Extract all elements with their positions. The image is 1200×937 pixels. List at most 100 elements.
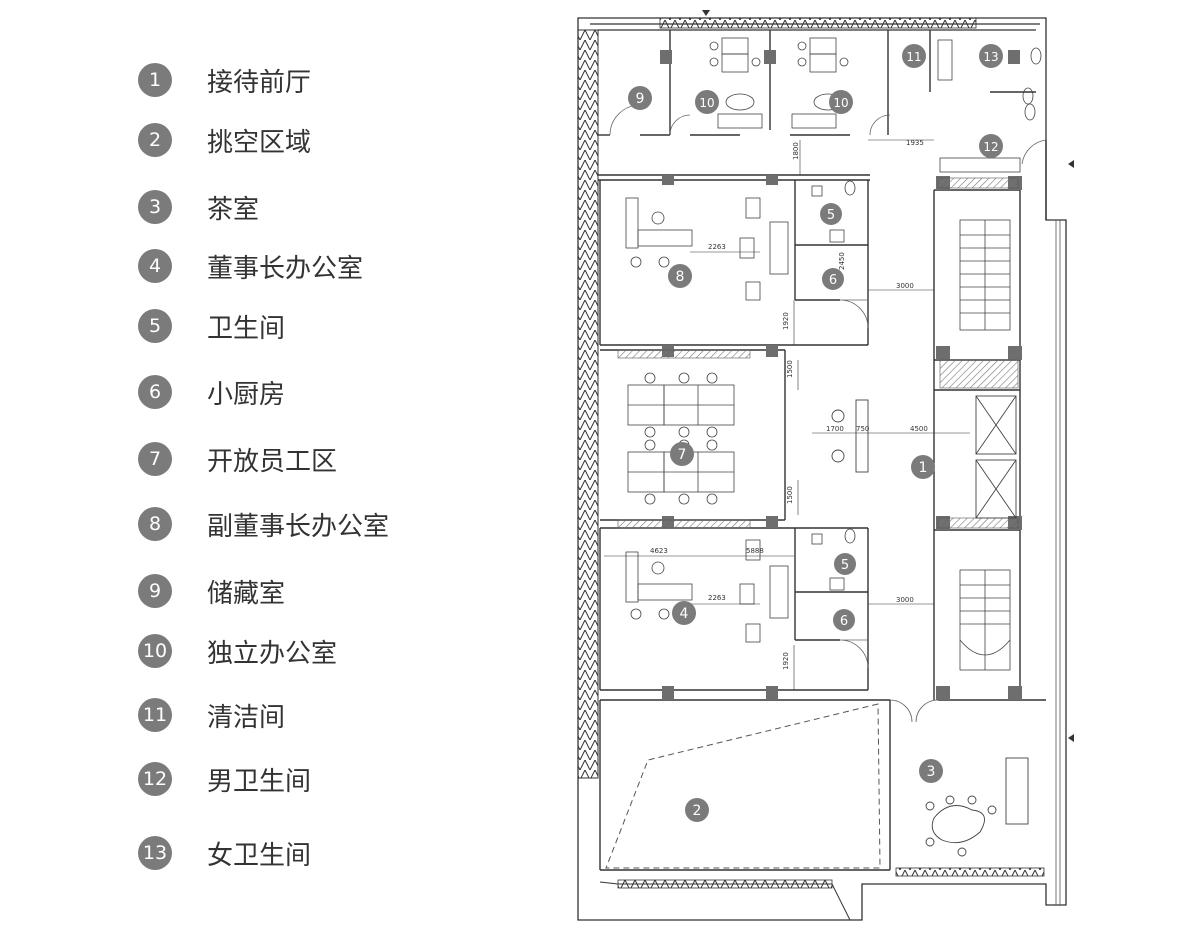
stair-lower: [959, 569, 1011, 671]
legend-label: 清洁间: [207, 702, 286, 733]
legend-item: 12 男卫生间: [138, 762, 312, 797]
room-badges: 1 2 3 4 5 5 6 6 7 8 9 10 10 11 12 13: [628, 44, 1003, 822]
dimension-label: 1920: [782, 312, 790, 330]
svg-text:12: 12: [983, 140, 998, 154]
svg-text:8: 8: [676, 269, 685, 285]
room-badge-10a: 10: [695, 90, 719, 114]
legend-number-badge: 11: [138, 698, 172, 732]
room-legend: 1 接待前厅 2 挑空区域 3 茶室 4 董事长办公室 5 卫生间 6 小厨房 …: [0, 0, 560, 937]
legend-number-badge: 10: [138, 634, 172, 668]
legend-item: 3 茶室: [138, 190, 260, 225]
dimension-label: 1500: [786, 486, 794, 504]
facade-right: [1055, 220, 1061, 905]
legend-label: 董事长办公室: [207, 253, 364, 284]
legend-label: 小厨房: [207, 379, 286, 410]
legend-label: 副董事长办公室: [207, 511, 390, 542]
workstations: [627, 372, 735, 505]
atrium-void-outline: [605, 703, 881, 869]
room-badge-3: 3: [919, 759, 943, 783]
room-badge-1: 1: [911, 455, 935, 479]
legend-label: 卫生间: [207, 313, 286, 344]
legend-label: 女卫生间: [207, 840, 312, 871]
dimension-label: 4623: [650, 547, 668, 555]
svg-text:7: 7: [678, 447, 687, 463]
svg-text:4: 4: [680, 606, 689, 622]
legend-item: 4 董事长办公室: [138, 249, 364, 284]
legend-number-badge: 4: [138, 249, 172, 283]
room-badge-10b: 10: [829, 90, 853, 114]
furniture-office-4: [625, 539, 789, 643]
svg-text:6: 6: [829, 273, 837, 288]
legend-label: 开放员工区: [207, 446, 338, 477]
dimension-label: 750: [856, 425, 869, 433]
window-bar-bottom-right: [895, 867, 1045, 877]
svg-text:5: 5: [827, 208, 835, 223]
svg-text:9: 9: [636, 91, 645, 107]
dimension-lines: [604, 139, 970, 690]
room-badge-7: 7: [670, 442, 694, 466]
legend-number-badge: 13: [138, 836, 172, 870]
room-badge-2: 2: [685, 798, 709, 822]
room-badge-12: 12: [979, 134, 1003, 158]
dimension-label: 2450: [838, 252, 846, 270]
legend-item: 2 挑空区域: [138, 123, 311, 158]
legend-number-badge: 5: [138, 309, 172, 343]
floor-plan: 1800 1935 2263 2450 3000 1920 1500 1700 …: [577, 10, 1074, 921]
dimension-label: 1800: [792, 142, 800, 160]
svg-text:5: 5: [841, 558, 849, 573]
legend-item: 13 女卫生间: [138, 836, 312, 871]
legend-item: 7 开放员工区: [138, 442, 338, 477]
legend-item: 10 独立办公室: [138, 634, 337, 669]
legend-item: 11 清洁间: [138, 698, 286, 733]
dimension-label: 2263: [708, 243, 726, 251]
legend-number-badge: 8: [138, 507, 172, 541]
legend-label: 男卫生间: [207, 766, 312, 797]
dimension-labels: 1800 1935 2263 2450 3000 1920 1500 1700 …: [650, 139, 928, 670]
svg-text:13: 13: [983, 50, 998, 64]
dimension-label: 2263: [708, 594, 726, 602]
legend-number-badge: 1: [138, 63, 172, 97]
room-badge-4: 4: [672, 601, 696, 625]
room-badge-6b: 6: [833, 609, 855, 631]
legend-item: 9 储藏室: [138, 574, 285, 609]
wc-fixtures: [811, 39, 1042, 591]
reception-desk: [831, 399, 869, 473]
svg-text:2: 2: [693, 803, 702, 819]
legend-label: 接待前厅: [207, 67, 312, 98]
room-badge-9: 9: [628, 86, 652, 110]
room-badge-8: 8: [668, 264, 692, 288]
legend-item: 1 接待前厅: [138, 63, 312, 98]
furniture-tea-room: [925, 757, 1029, 857]
hatched-beams: [617, 177, 1019, 529]
dimension-label: 3000: [896, 282, 914, 290]
room-badge-5a: 5: [820, 203, 842, 225]
furniture-office-10: [709, 37, 849, 129]
legend-number-badge: 3: [138, 190, 172, 224]
dimension-label: 5888: [746, 547, 764, 555]
elevators: [975, 395, 1017, 519]
svg-text:10: 10: [833, 96, 848, 110]
dimension-label: 3000: [896, 596, 914, 604]
svg-text:10: 10: [699, 96, 714, 110]
door-swings: [609, 104, 1047, 723]
dimension-label: 1935: [906, 139, 924, 147]
legend-number-badge: 2: [138, 123, 172, 157]
interior-walls: [598, 30, 1047, 871]
legend-item: 6 小厨房: [138, 375, 286, 410]
dimension-label: 1500: [786, 360, 794, 378]
stair-upper: [959, 219, 1011, 331]
svg-text:6: 6: [840, 614, 848, 629]
facade-hatch-left: [577, 29, 599, 779]
legend-number-badge: 9: [138, 574, 172, 608]
svg-text:11: 11: [906, 50, 921, 64]
svg-text:1: 1: [919, 460, 928, 476]
window-bar-top: [659, 17, 977, 29]
room-badge-6a: 6: [822, 268, 844, 290]
svg-text:3: 3: [927, 764, 936, 780]
legend-label: 茶室: [207, 194, 260, 225]
room-badge-13: 13: [979, 44, 1003, 68]
legend-item: 5 卫生间: [138, 309, 286, 344]
atrium-balustrade: [599, 881, 851, 921]
legend-number-badge: 7: [138, 442, 172, 476]
dimension-label: 1700: [826, 425, 844, 433]
